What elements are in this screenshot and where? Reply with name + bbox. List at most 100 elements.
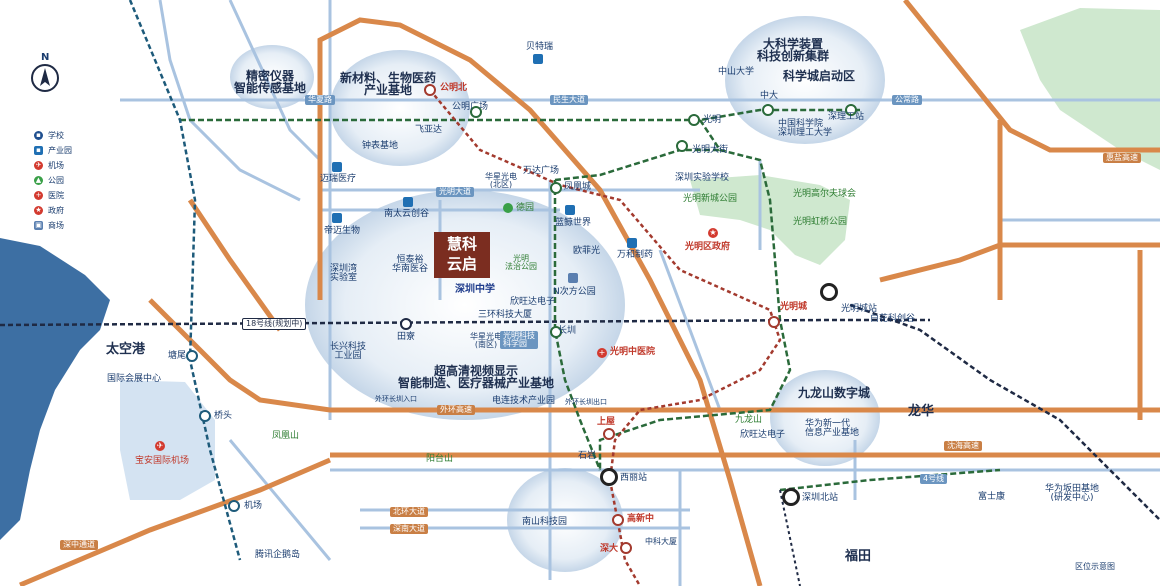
station-label: 深大 — [600, 544, 619, 554]
poi-label: 中山大学 — [718, 67, 755, 77]
airport-land — [120, 380, 215, 500]
poi-label: 帝迈生物 — [324, 226, 361, 236]
station-label: 光明大街 — [692, 145, 729, 155]
project-site-marker[interactable]: 慧科 云启 — [434, 232, 490, 278]
poi-label: 欣旺达电子 — [740, 430, 786, 440]
poi-label: 深圳实验学校 — [675, 173, 730, 183]
rail-hub-icon[interactable] — [820, 283, 838, 301]
station-label: 石岩 — [578, 451, 597, 461]
station-marker[interactable] — [612, 514, 624, 526]
poi-label: 阳台山 — [426, 454, 454, 464]
zone-jiulong — [770, 370, 880, 466]
legend-label: 学校 — [48, 131, 64, 140]
station-label: 光明城 — [780, 302, 808, 312]
zone-science-label: 大科学装置 科技创新集群 — [757, 37, 830, 63]
poi-label: 德园 — [516, 203, 535, 213]
legend-item-airport: ✈机场 — [34, 158, 72, 173]
industrial-park-icon — [403, 197, 413, 207]
road-label: 公常路 — [892, 95, 922, 105]
poi-label: 宝安国际机场 — [135, 456, 190, 466]
metro-line-blue — [128, 0, 242, 561]
station-marker[interactable] — [676, 140, 688, 152]
legend-label: 产业园 — [48, 146, 72, 155]
station-marker[interactable] — [768, 316, 780, 328]
station-marker[interactable] — [186, 350, 198, 362]
zone-uhd-label: 超高清视频显示 智能制造、医疗器械产业基地 — [398, 364, 555, 390]
zone-newmat-label: 新材料、生物医药 产业基地 — [340, 71, 437, 97]
poi-label: 华星光电 (北区) — [485, 172, 517, 189]
poi-label: 飞亚达 — [415, 125, 443, 135]
station-marker[interactable] — [400, 318, 412, 330]
poi-label: 恒泰裕 华南医谷 — [392, 255, 429, 274]
station-marker[interactable] — [424, 84, 436, 96]
poi-label: N次方公园 — [553, 287, 596, 297]
compass-north-label: N — [41, 52, 50, 63]
poi-label: 九龙山 — [735, 415, 763, 425]
poi-label: 欧菲光 — [573, 246, 601, 256]
station-marker[interactable] — [550, 182, 562, 194]
station-marker[interactable] — [470, 106, 482, 118]
station-marker[interactable] — [550, 326, 562, 338]
road-label: 深中通道 — [60, 540, 98, 550]
legend-label: 医院 — [48, 191, 64, 200]
station-label: 深圳北站 — [802, 493, 839, 503]
station-label: 上屋 — [597, 417, 616, 427]
station-label: 桥头 — [214, 411, 233, 421]
green-area-park — [690, 175, 850, 265]
legend-item-government: ★ 政府 — [34, 203, 72, 218]
map-note: 区位示意图 — [1075, 562, 1115, 571]
station-label: 万达广场 — [523, 166, 560, 176]
station-marker[interactable] — [762, 104, 774, 116]
hospital-icon: + — [597, 348, 607, 358]
tree-icon: ▲ — [34, 176, 43, 185]
station-label: 公明广场 — [452, 102, 489, 112]
station-label: 凤凰城 — [564, 182, 592, 192]
zone-precision-label: 精密仪器 智能传感基地 — [234, 69, 307, 95]
metro-line-label: 4号线 — [920, 474, 948, 484]
legend-item-mall: ▣商场 — [34, 218, 72, 233]
station-label: 光明 — [703, 115, 722, 125]
poi-label: 腾讯企鹅岛 — [255, 550, 301, 560]
school-label: 深圳中学 — [455, 284, 495, 295]
poi-label: 光明 法治公园 — [505, 254, 537, 271]
sea-area — [0, 238, 110, 540]
station-marker[interactable] — [603, 428, 615, 440]
industrial-park-icon — [533, 54, 543, 64]
arterial-roads — [19, 0, 1160, 586]
station-marker[interactable] — [228, 500, 240, 512]
poi-label: 光明虹桥公园 — [793, 217, 848, 227]
station-label: 田寮 — [397, 332, 416, 342]
mall-icon — [568, 273, 578, 283]
poi-label: 外环长圳出口 — [565, 398, 607, 406]
zone-precision — [230, 45, 314, 109]
poi-label: 凤凰山 — [272, 431, 300, 441]
school-icon: ▪ — [34, 131, 43, 140]
station-label: 深理工站 — [828, 112, 865, 122]
zone-uhd — [305, 190, 625, 420]
legend-item-school: ▪ 学校 — [34, 128, 72, 143]
industrial-park-icon — [627, 238, 637, 248]
rail-hub-icon[interactable] — [600, 468, 618, 486]
government-icon: ★ — [34, 206, 43, 215]
rail-hub-icon[interactable] — [782, 488, 800, 506]
station-marker[interactable] — [688, 114, 700, 126]
station-marker[interactable] — [620, 542, 632, 554]
poi-label: 富士康 — [978, 492, 1006, 502]
compass-icon — [31, 64, 59, 92]
poi-label: 光明区政府 — [685, 242, 731, 252]
legend-label: 政府 — [48, 206, 64, 215]
poi-label: 长兴科技 工业园 — [330, 342, 367, 361]
station-marker[interactable] — [199, 410, 211, 422]
station-label: 长圳 — [558, 326, 577, 336]
road-label: 沈海高速 — [944, 441, 982, 451]
poi-label: 华为新一代 信息产业基地 — [805, 419, 860, 438]
poi-label: 贝特瑞 — [526, 42, 554, 52]
station-marker[interactable] — [845, 104, 857, 116]
poi-label: 蓝鲸世界 — [555, 218, 592, 228]
poi-label: 光明科技 科学园 — [500, 331, 538, 349]
industrial-park-icon — [332, 162, 342, 172]
poi-label: 钟表基地 — [362, 141, 399, 151]
district-label: 福田 — [845, 549, 872, 564]
zone-science-start-label: 科学城启动区 — [783, 69, 856, 83]
